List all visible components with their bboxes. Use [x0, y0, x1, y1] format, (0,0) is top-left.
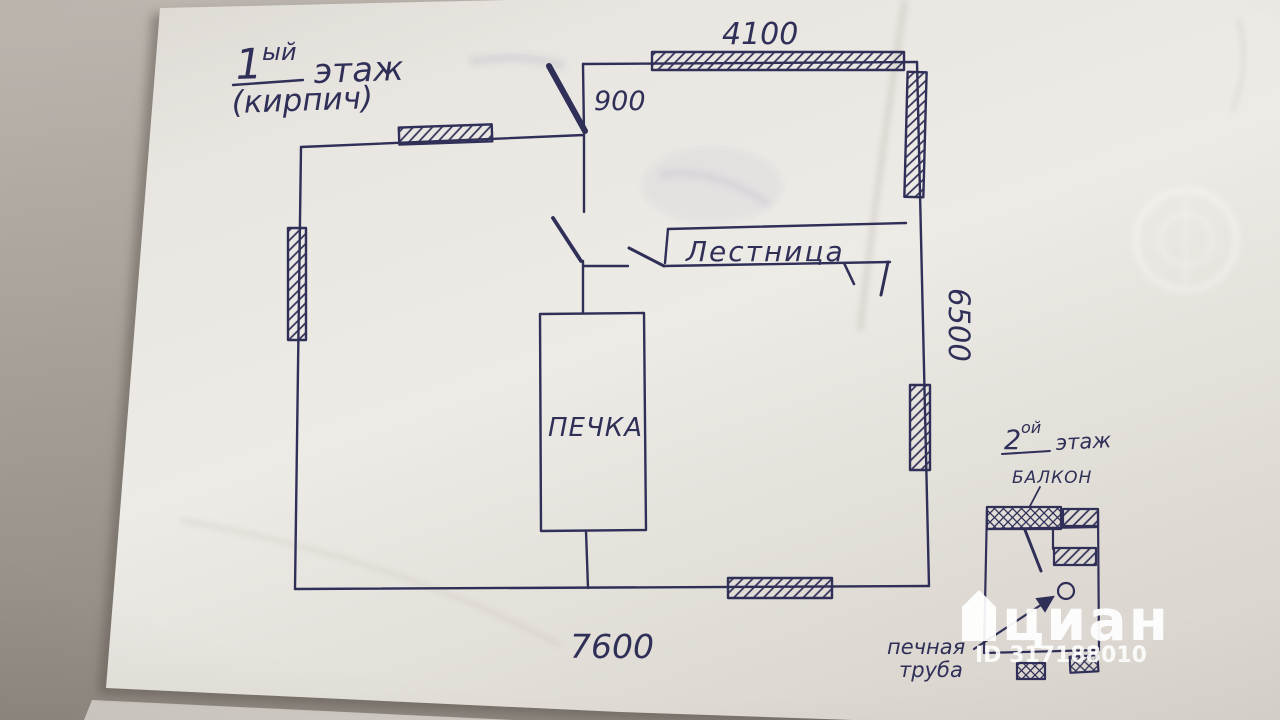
staircase-label: Лестница	[685, 235, 845, 268]
floor2-right-wall	[1096, 509, 1101, 652]
balcony-pointer-line	[1029, 486, 1041, 507]
floor2-word: этаж	[1055, 428, 1112, 455]
cian-photo-id: ID 317188010	[975, 643, 1147, 668]
window-hatch	[397, 123, 494, 146]
stairs-top-line	[666, 221, 908, 231]
dim-top-4100: 4100	[722, 17, 798, 52]
window-hatch	[1068, 654, 1100, 674]
floor1-number-underline	[231, 78, 305, 87]
balcony-hatch	[985, 505, 1063, 531]
balcony-inner-line	[985, 525, 1100, 531]
window-hatch	[650, 50, 906, 72]
floor1-material: (кирпич)	[231, 80, 374, 121]
left-wall	[293, 145, 303, 591]
stairs-mid-tick	[842, 261, 856, 286]
window-hatch	[1052, 546, 1098, 567]
first-floor-labels: 1 ый этаж (кирпич) 900 4100 6500 7600 Ле…	[231, 17, 976, 666]
window-hatch	[1015, 661, 1047, 681]
cian-watermark: циан ID 317188010	[962, 588, 1170, 668]
window-hatch	[726, 576, 834, 600]
stairs-left-cap	[663, 227, 670, 265]
floor2-number: 2	[1004, 425, 1021, 456]
chimney-label-line2: труба	[899, 658, 963, 682]
cian-logo-house-icon	[962, 590, 996, 641]
dim-bottom-7600: 7600	[570, 627, 654, 666]
dim-door-900: 900	[594, 86, 646, 117]
dim-right-6500: 6500	[942, 288, 976, 362]
first-floor-plan	[286, 50, 932, 600]
window-hatch	[286, 226, 308, 342]
paper-sheet	[84, 0, 1280, 720]
chimney-circle	[1056, 581, 1076, 601]
below-stove-wall	[584, 529, 590, 590]
floor2-number-suffix: ой	[1021, 418, 1041, 437]
bleed-through-marks	[469, 53, 782, 223]
chimney-label-line1: печная	[887, 635, 965, 659]
balcony-label: БАЛКОН	[1012, 468, 1092, 488]
window-hatch	[1061, 507, 1100, 528]
second-floor-labels: 2 ой этаж БАЛКОН печная труба	[887, 418, 1112, 682]
floor1-number: 1	[235, 39, 263, 89]
window-hatch	[908, 383, 932, 472]
under-sheet-edge	[84, 700, 514, 720]
floor2-bottom-wall	[982, 648, 1101, 655]
floor2-door-leaf	[1023, 528, 1043, 573]
window-hatch	[903, 70, 928, 199]
stove-outline	[538, 311, 648, 533]
paper-creases	[179, 0, 1247, 648]
stairs-bottom-line	[662, 260, 892, 268]
interior-door-leaf	[551, 216, 583, 263]
stove-label: ПЕЧКА	[548, 413, 643, 443]
entry-door-leaf	[546, 63, 588, 134]
floor1-word: этаж	[313, 49, 405, 92]
floor2-number-underline	[1001, 450, 1051, 455]
cian-brand-text: циан	[1002, 588, 1170, 654]
stairs-door-leaf	[627, 246, 666, 268]
stairs-end-tick	[879, 260, 890, 297]
stamp-watermark	[1132, 186, 1240, 294]
upper-corner-wall	[581, 62, 586, 135]
floor1-number-suffix: ый	[262, 38, 297, 66]
